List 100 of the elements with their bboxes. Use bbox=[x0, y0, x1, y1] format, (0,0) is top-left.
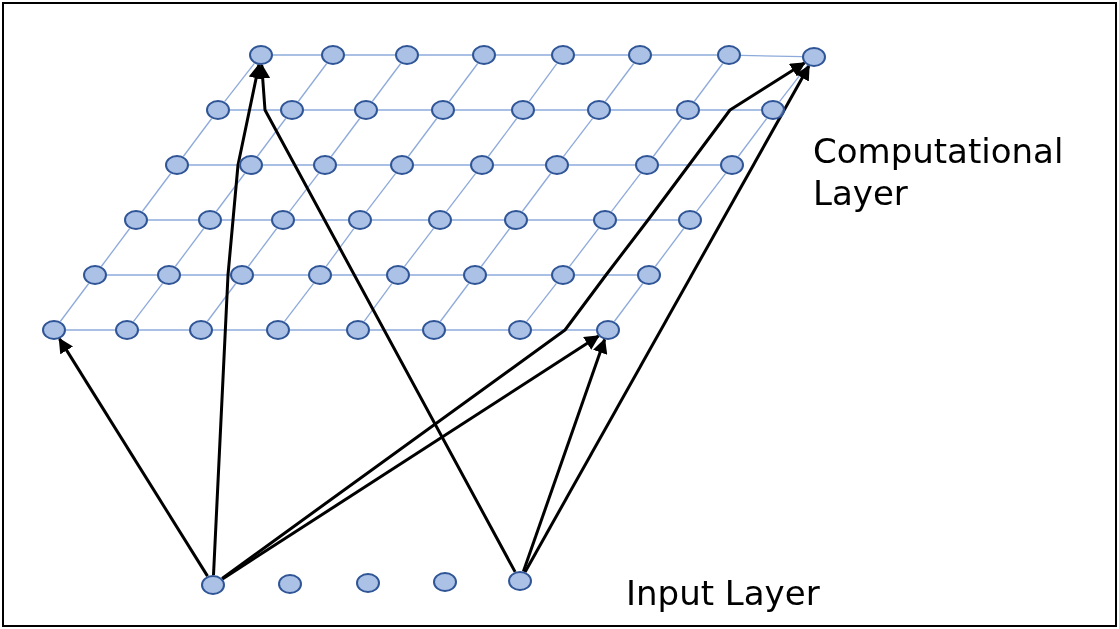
input-neuron bbox=[433, 572, 457, 592]
map-neuron bbox=[508, 320, 532, 340]
input-neuron bbox=[278, 574, 302, 594]
grid-line bbox=[221, 219, 272, 221]
map-neuron bbox=[717, 45, 741, 65]
map-neuron bbox=[551, 265, 575, 285]
grid-line bbox=[562, 117, 594, 158]
grid-line bbox=[616, 219, 679, 221]
map-neuron bbox=[313, 155, 337, 175]
input-neuron bbox=[201, 575, 225, 595]
grid-line bbox=[331, 274, 387, 276]
grid-line bbox=[534, 109, 588, 111]
grid-line bbox=[439, 282, 470, 323]
map-neuron bbox=[346, 320, 370, 340]
grid-line bbox=[344, 54, 396, 56]
map-neuron bbox=[628, 45, 652, 65]
map-neuron bbox=[165, 155, 189, 175]
grid-line bbox=[574, 54, 629, 56]
grid-line bbox=[206, 282, 237, 323]
map-neuron bbox=[321, 45, 345, 65]
arrow bbox=[58, 337, 209, 577]
grid-line bbox=[262, 164, 314, 166]
grid-line bbox=[256, 117, 287, 158]
arrow bbox=[221, 61, 806, 580]
grid-line bbox=[527, 219, 594, 221]
grid-line bbox=[613, 282, 644, 323]
map-neuron bbox=[678, 210, 702, 230]
map-neuron bbox=[463, 265, 487, 285]
arrow bbox=[523, 64, 811, 573]
map-neuron bbox=[115, 320, 139, 340]
grid-line bbox=[288, 172, 320, 213]
grid-line bbox=[568, 227, 600, 268]
arrow bbox=[522, 338, 608, 572]
map-neuron bbox=[720, 155, 744, 175]
map-neuron bbox=[593, 210, 617, 230]
map-neuron bbox=[271, 210, 295, 230]
grid-line bbox=[486, 274, 552, 276]
map-neuron bbox=[386, 265, 410, 285]
grid-line bbox=[737, 117, 768, 158]
map-neuron bbox=[395, 45, 419, 65]
map-neuron bbox=[504, 210, 528, 230]
map-neuron bbox=[635, 155, 659, 175]
grid-line bbox=[59, 282, 90, 323]
map-neuron bbox=[587, 100, 611, 120]
layer-label: Input Layer bbox=[626, 572, 821, 614]
grid-line bbox=[693, 62, 724, 103]
grid-line bbox=[212, 329, 267, 331]
map-neuron bbox=[348, 210, 372, 230]
grid-line bbox=[336, 164, 391, 166]
grid-line bbox=[610, 172, 642, 213]
grid-line bbox=[651, 54, 718, 56]
grid-line bbox=[407, 117, 438, 158]
grid-line bbox=[654, 227, 685, 268]
map-neuron bbox=[206, 100, 230, 120]
map-neuron bbox=[428, 210, 452, 230]
grid-line bbox=[495, 54, 552, 56]
grid-line bbox=[403, 227, 435, 268]
grid-line bbox=[188, 164, 240, 166]
grid-line bbox=[531, 329, 597, 331]
grid-line bbox=[174, 227, 205, 268]
map-neuron bbox=[198, 210, 222, 230]
grid-line bbox=[138, 329, 190, 331]
input-neuron bbox=[508, 571, 532, 591]
map-neuron bbox=[761, 100, 785, 120]
grid-line bbox=[568, 164, 636, 166]
map-neuron bbox=[308, 265, 332, 285]
grid-line bbox=[778, 64, 809, 103]
map-neuron bbox=[249, 45, 273, 65]
map-neuron bbox=[545, 155, 569, 175]
input-neuron bbox=[356, 573, 380, 593]
map-neuron bbox=[124, 210, 148, 230]
grid-line bbox=[493, 164, 546, 166]
grid-line bbox=[100, 227, 131, 268]
layer-label: Computational Layer bbox=[813, 130, 1065, 214]
grid-line bbox=[369, 329, 423, 331]
map-neuron bbox=[83, 265, 107, 285]
grid-line bbox=[289, 329, 347, 331]
grid-line bbox=[528, 62, 558, 103]
grid-line bbox=[377, 109, 432, 111]
grid-line bbox=[363, 282, 393, 323]
grid-line bbox=[223, 62, 256, 103]
grid-line bbox=[740, 54, 803, 58]
grid-line bbox=[445, 329, 509, 331]
grid-line bbox=[365, 172, 397, 213]
grid-line bbox=[487, 117, 518, 158]
map-neuron bbox=[511, 100, 535, 120]
grid-line bbox=[132, 282, 164, 323]
grid-line bbox=[272, 54, 322, 56]
map-neuron bbox=[157, 265, 181, 285]
grid-line bbox=[652, 117, 683, 158]
map-neuron bbox=[189, 320, 213, 340]
map-neuron bbox=[390, 155, 414, 175]
grid-line bbox=[229, 109, 281, 111]
grid-line bbox=[480, 227, 511, 268]
map-neuron bbox=[354, 100, 378, 120]
grid-line bbox=[454, 109, 512, 111]
grid-line bbox=[294, 219, 349, 221]
grid-line bbox=[303, 109, 355, 111]
grid-line bbox=[180, 274, 231, 276]
grid-line bbox=[330, 117, 361, 158]
